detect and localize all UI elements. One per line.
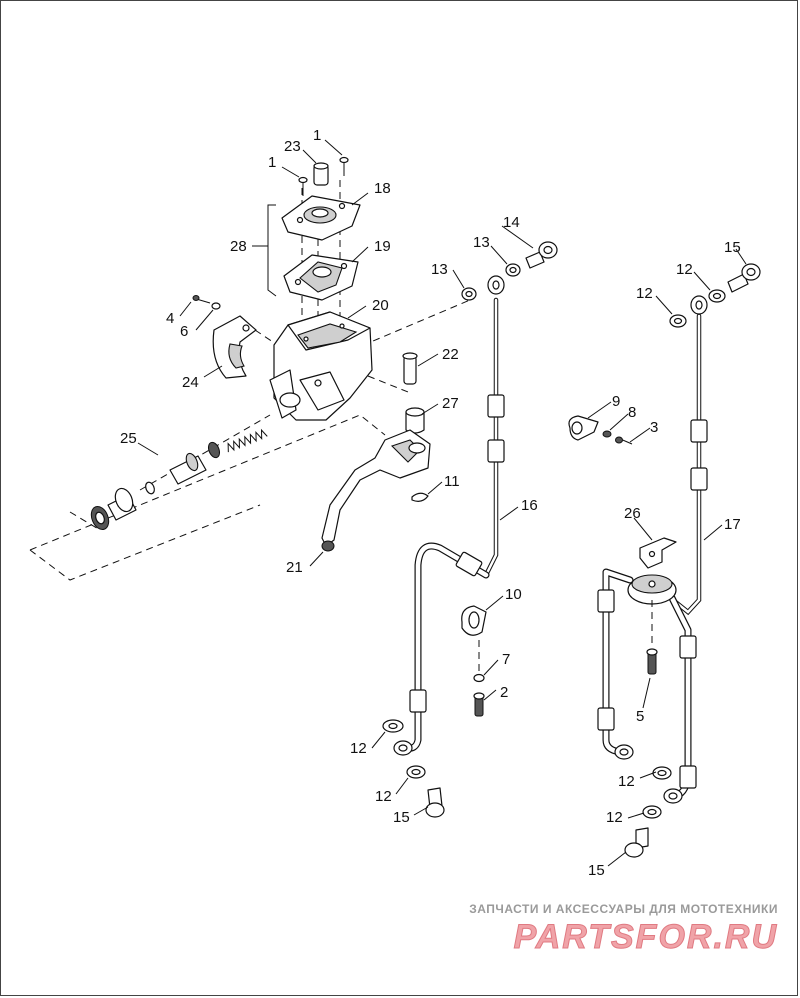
callout-1: 1: [268, 154, 276, 171]
screw-part: [473, 692, 485, 717]
callout-17: 17: [724, 516, 741, 533]
retaining-clip-part: [411, 492, 429, 502]
callout-7: 7: [502, 651, 510, 668]
diaphragm-part: [283, 254, 359, 301]
piston-assembly-part: [90, 428, 268, 531]
pivot-pin-part: [402, 352, 418, 385]
plug-part: [313, 162, 329, 186]
callout-27: 27: [442, 395, 459, 412]
callout-20: 20: [372, 297, 389, 314]
hose-clip-part: [568, 415, 599, 441]
bushing-part: [405, 407, 425, 434]
callout-8: 8: [628, 404, 636, 421]
screw-part: [615, 436, 633, 445]
callout-23: 23: [284, 138, 301, 155]
screw-part: [646, 648, 658, 675]
callout-28: 28: [230, 238, 247, 255]
watermark-brand: PARTSFOR.RU: [513, 918, 778, 957]
reservoir-cover-part: [281, 195, 361, 241]
callout-25: 25: [120, 430, 137, 447]
washer-hole: [647, 808, 657, 816]
screw-part: [339, 156, 349, 176]
hose-clamp-part: [461, 605, 487, 636]
callout-16: 16: [521, 497, 538, 514]
mounting-bracket-part: [639, 537, 677, 569]
callout-12: 12: [606, 809, 623, 826]
washer-part: [602, 430, 612, 438]
callout-15: 15: [588, 862, 605, 879]
callout-1: 1: [313, 127, 321, 144]
banjo-bolt-part: [425, 787, 445, 818]
callout-15: 15: [724, 239, 741, 256]
callout-4: 4: [166, 310, 174, 327]
brake-lever-part: [321, 429, 431, 552]
callout-18: 18: [374, 180, 391, 197]
watermark: ЗАПЧАСТИ И АКСЕССУАРЫ ДЛЯ МОТОТЕХНИКИ PA…: [469, 902, 778, 957]
callout-12: 12: [618, 773, 635, 790]
leader-lines: [137, 139, 747, 867]
brake-line-16-part: [393, 275, 505, 756]
callout-12: 12: [375, 788, 392, 805]
callout-26: 26: [624, 505, 641, 522]
screw-part: [298, 176, 308, 196]
callout-14: 14: [503, 214, 520, 231]
washer-hole: [673, 317, 683, 325]
washer-part: [211, 302, 221, 310]
callout-10: 10: [505, 586, 522, 603]
washer-hole: [465, 290, 473, 298]
callout-3: 3: [650, 419, 658, 436]
callout-22: 22: [442, 346, 459, 363]
washer-hole: [712, 292, 722, 300]
clamp-part: [212, 315, 257, 379]
brake-line-17-part: [597, 295, 708, 804]
leader-dash: [29, 414, 386, 551]
master-cylinder-body-part: [269, 311, 373, 421]
callout-11: 11: [444, 473, 460, 490]
callout-13: 13: [473, 234, 490, 251]
watermark-tagline: ЗАПЧАСТИ И АКСЕССУАРЫ ДЛЯ МОТОТЕХНИКИ: [469, 902, 778, 916]
banjo-bolt-part: [624, 827, 649, 858]
callout-24: 24: [182, 374, 199, 391]
washer-part: [473, 673, 485, 683]
callout-19: 19: [374, 238, 391, 255]
callout-6: 6: [180, 323, 188, 340]
leader-dash: [139, 414, 271, 491]
callout-labels: 1 1 23 18 28 19 4 6 20 22 24 27 25 11 21…: [120, 127, 741, 879]
callout-12: 12: [350, 740, 367, 757]
callout-12: 12: [636, 285, 653, 302]
banjo-bolt-part: [727, 263, 761, 293]
callout-5: 5: [636, 708, 644, 725]
leader-dash: [29, 504, 261, 581]
callout-2: 2: [500, 684, 508, 701]
callout-9: 9: [612, 393, 620, 410]
callout-12: 12: [676, 261, 693, 278]
washer-hole: [388, 722, 398, 730]
group-bracket: [267, 204, 277, 297]
screw-part: [192, 295, 211, 304]
leader-dash: [367, 375, 409, 393]
banjo-bolt-part: [525, 241, 558, 269]
callout-21: 21: [286, 559, 303, 576]
washer-hole: [509, 266, 517, 274]
callout-15: 15: [393, 809, 410, 826]
leader-dash: [69, 511, 101, 531]
callout-13: 13: [431, 261, 448, 278]
washer-hole: [411, 768, 421, 776]
washer-hole: [657, 769, 667, 777]
